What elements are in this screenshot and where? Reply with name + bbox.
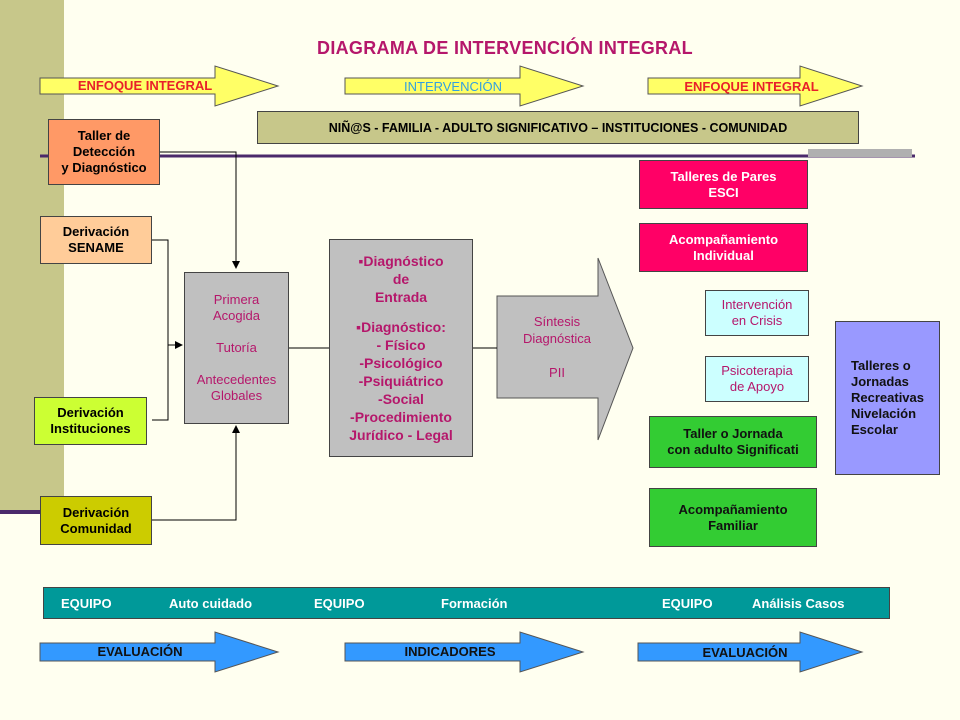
connector-taller [160, 151, 240, 269]
diagnostico-tipo-procedimiento: -Procedimiento [350, 409, 452, 425]
taller-deteccion-box: Taller de Detección y Diagnóstico [48, 119, 160, 185]
bottom-arrow-3-shape [637, 631, 864, 673]
equipo-label-2: EQUIPO [314, 596, 365, 611]
participants-band: NIÑ@S - FAMILIA - ADULTO SIGNIFICATIVO –… [257, 111, 859, 144]
diagnostico-tipo-juridico: Jurídico - Legal [349, 427, 453, 443]
connector-comunidad [152, 425, 240, 521]
top-arrow-2-shape [344, 65, 585, 107]
primera-acogida-box: Primera Acogida Tutoría Antecedentes Glo… [184, 272, 289, 424]
page-title: DIAGRAMA DE INTERVENCIÓN INTEGRAL [317, 38, 693, 58]
top-arrow-1-label: ENFOQUE INTEGRAL [77, 78, 213, 93]
diagnostico-box: ▪Diagnóstico de Entrada ▪Diagnóstico: - … [329, 239, 473, 457]
diagnostico-tipo-psiquiatrico: -Psiquiátrico [358, 373, 444, 389]
intervencion-crisis-box: Intervención en Crisis [705, 290, 809, 336]
equipo-label-1: EQUIPO [61, 596, 112, 611]
diagnostico-tipo-social: -Social [378, 391, 424, 407]
talleres-jornadas-box: Talleres o Jornadas Recreativas Nivelaci… [835, 321, 940, 475]
equipo-formacion: Formación [441, 596, 508, 611]
psicoterapia-apoyo-box: Psicoterapia de Apoyo [705, 356, 809, 402]
top-arrow-2-label: INTERVENCIÓN [404, 79, 502, 94]
bottom-arrow-1-label: EVALUACIÓN [97, 644, 183, 659]
diagnostico-tipo-psicologico: -Psicológico [359, 355, 443, 371]
diagnostico-entrada: ▪Diagnóstico de Entrada [358, 253, 444, 305]
equipo-analisis-casos: Análisis Casos [752, 596, 845, 611]
bottom-arrow-3-label: EVALUACIÓN [702, 645, 788, 660]
divider-top-shadow [808, 149, 912, 157]
derivacion-comunidad-box: Derivación Comunidad [40, 496, 152, 545]
diagnostico-tipo-fisico: - Físico [376, 337, 426, 353]
acompanamiento-individual-box: Acompañamiento Individual [639, 223, 808, 272]
taller-adulto-box: Taller o Jornada con adulto Significati [649, 416, 817, 468]
top-arrow-3-label: ENFOQUE INTEGRAL [684, 79, 819, 94]
equipo-bar: EQUIPO Auto cuidado EQUIPO Formación EQU… [43, 587, 890, 619]
bottom-arrow-2-shape [344, 631, 585, 673]
diagnostico-tipos-header: ▪Diagnóstico: [356, 319, 446, 335]
equipo-autocuidado: Auto cuidado [169, 596, 253, 611]
sintesis-arrow-shape [496, 257, 634, 441]
bottom-arrow-1-shape [39, 631, 280, 673]
talleres-pares-box: Talleres de Pares ESCI [639, 160, 808, 209]
bottom-arrow-2-label: INDICADORES [404, 644, 496, 659]
sintesis-label: Síntesis Diagnóstica PII [523, 314, 591, 380]
top-arrow-1-shape [39, 65, 280, 107]
acompanamiento-familiar-box: Acompañamiento Familiar [649, 488, 817, 547]
top-arrow-3-shape [647, 65, 864, 107]
derivacion-instituciones-box: Derivación Instituciones [34, 397, 147, 445]
connector-sename [152, 239, 169, 421]
equipo-label-3: EQUIPO [662, 596, 713, 611]
derivacion-sename-box: Derivación SENAME [40, 216, 152, 264]
